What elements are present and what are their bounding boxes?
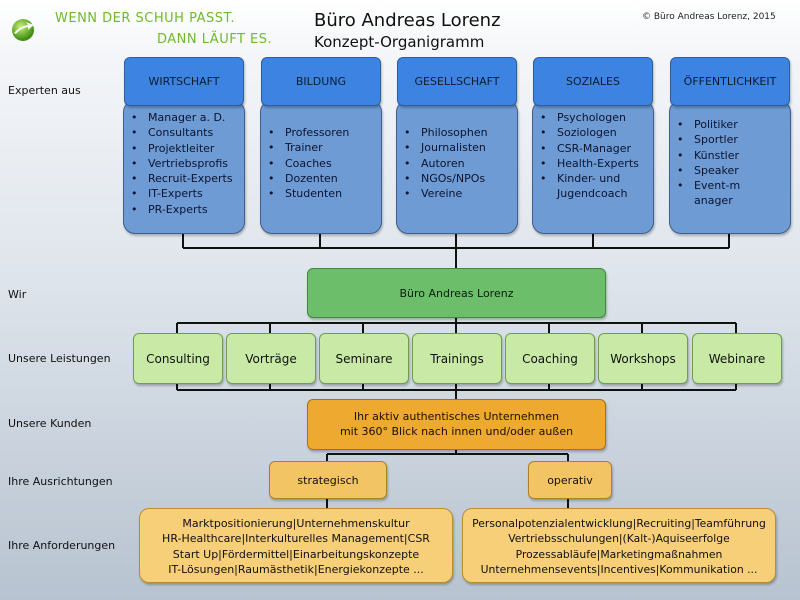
page-subtitle: Konzept-Organigramm [314,33,485,51]
requirement-line: HR-Healthcare|Interkulturelles Managemen… [162,532,430,546]
row-label-we: Wir [8,288,27,301]
category-body-soziales: Psychologen Soziologen CSR-Manager Healt… [532,100,654,234]
service-seminare: Seminare [319,333,409,384]
list-item: Psychologen [539,110,651,126]
list-item: Kinder- und Jugendcoach [539,171,635,202]
service-trainings: Trainings [412,333,502,384]
list-item: Trainer [267,140,349,156]
slogan-line-1: WENN DER SCHUH PASST. [55,11,236,26]
list-item: Consultants [130,125,233,141]
list-item: Dozenten [267,171,349,187]
requirement-line: Marktpositionierung|Unternehmenskultur [182,517,410,530]
list-item: IT-Experts [130,186,233,202]
list-item: Sportler [676,132,746,148]
category-body-oeffentlichkeit: Politiker Sportler Künstler Speaker Even… [669,100,791,234]
orientation-strategic: strategisch [269,461,387,499]
list-item: Vertriebsprofis [130,156,233,172]
row-label-requirements: Ihre Anforderungen [8,539,116,552]
list-item: Manager a. D. [130,110,233,126]
requirement-line: Prozessabläufe|Marketingmaßnahmen [515,547,723,561]
category-title-wirtschaft: WIRTSCHAFT [124,57,244,106]
category-body-gesellschaft: Philosophen Journalisten Autoren NGOs/NP… [396,100,518,234]
requirement-line: Personalpotenzialentwicklung|Recruiting|… [472,517,766,530]
list-item: PR-Experts [130,202,233,218]
list-item: Soziologen [539,125,651,141]
list-item: Speaker [676,163,746,179]
row-label-customers: Unsere Kunden [8,417,92,430]
list-item: Projektleiter [130,141,233,157]
row-label-orientations: Ihre Ausrichtungen [8,475,113,488]
orientation-operative: operativ [528,461,612,499]
category-body-bildung: Professoren Trainer Coaches Dozenten Stu… [260,100,382,234]
category-title-oeffentlichkeit: ÖFFENTLICHKEIT [670,57,790,106]
requirements-operative: Personalpotenzialentwicklung|Recruiting|… [462,508,776,583]
category-title-soziales: SOZIALES [533,57,653,106]
service-workshops: Workshops [598,333,688,384]
row-label-experts: Experten aus [8,84,81,97]
row-label-services: Unsere Leistungen [8,352,111,365]
list-item: Politiker [676,117,746,133]
customer-line-2: mit 360° Blick nach innen und/oder außen [339,425,574,438]
list-item: Autoren [403,156,488,172]
customer-node: Ihr aktiv authentisches Unternehmen mit … [307,399,606,450]
list-item: Event-manager [676,178,746,209]
list-item: Professoren [267,125,349,141]
service-coaching: Coaching [505,333,595,384]
customer-line-1: Ihr aktiv authentisches Unternehmen [353,410,560,423]
list-item: Künstler [676,148,746,164]
copyright-notice: © Büro Andreas Lorenz, 2015 [642,12,776,22]
category-title-bildung: BILDUNG [261,57,381,106]
category-body-wirtschaft: Manager a. D. Consultants Projektleiter … [123,100,245,234]
list-item: Vereine [403,186,488,202]
list-item: Philosophen [403,125,488,141]
list-item: Recruit-Experts [130,171,233,187]
service-vortraege: Vorträge [226,333,316,384]
center-node: Büro Andreas Lorenz [307,268,606,318]
list-item: NGOs/NPOs [403,171,488,187]
service-webinare: Webinare [692,333,782,384]
requirement-line: Start Up|Fördermittel|Einarbeitungskonze… [172,547,420,561]
requirements-strategic: Marktpositionierung|Unternehmenskultur H… [139,508,453,583]
service-consulting: Consulting [133,333,223,384]
requirement-line: IT-Lösungen|Raumästhetik|Energiekonzepte… [168,563,424,577]
page-title: Büro Andreas Lorenz [314,10,501,31]
category-title-gesellschaft: GESELLSCHAFT [397,57,517,106]
list-item: Journalisten [403,140,488,156]
requirement-line: Vertriebsschulungen|(Kalt-)Aquiseerfolge [508,532,730,546]
list-item: Studenten [267,186,349,202]
slogan-line-2: DANN LÄUFT ES. [157,32,273,47]
list-item: Coaches [267,156,349,172]
requirement-line: Unternehmensevents|Incentives|Kommunikat… [480,563,758,577]
list-item: Health-Experts [539,156,651,172]
list-item: CSR-Manager [539,141,651,157]
green-arrow-globe-icon [12,19,34,41]
